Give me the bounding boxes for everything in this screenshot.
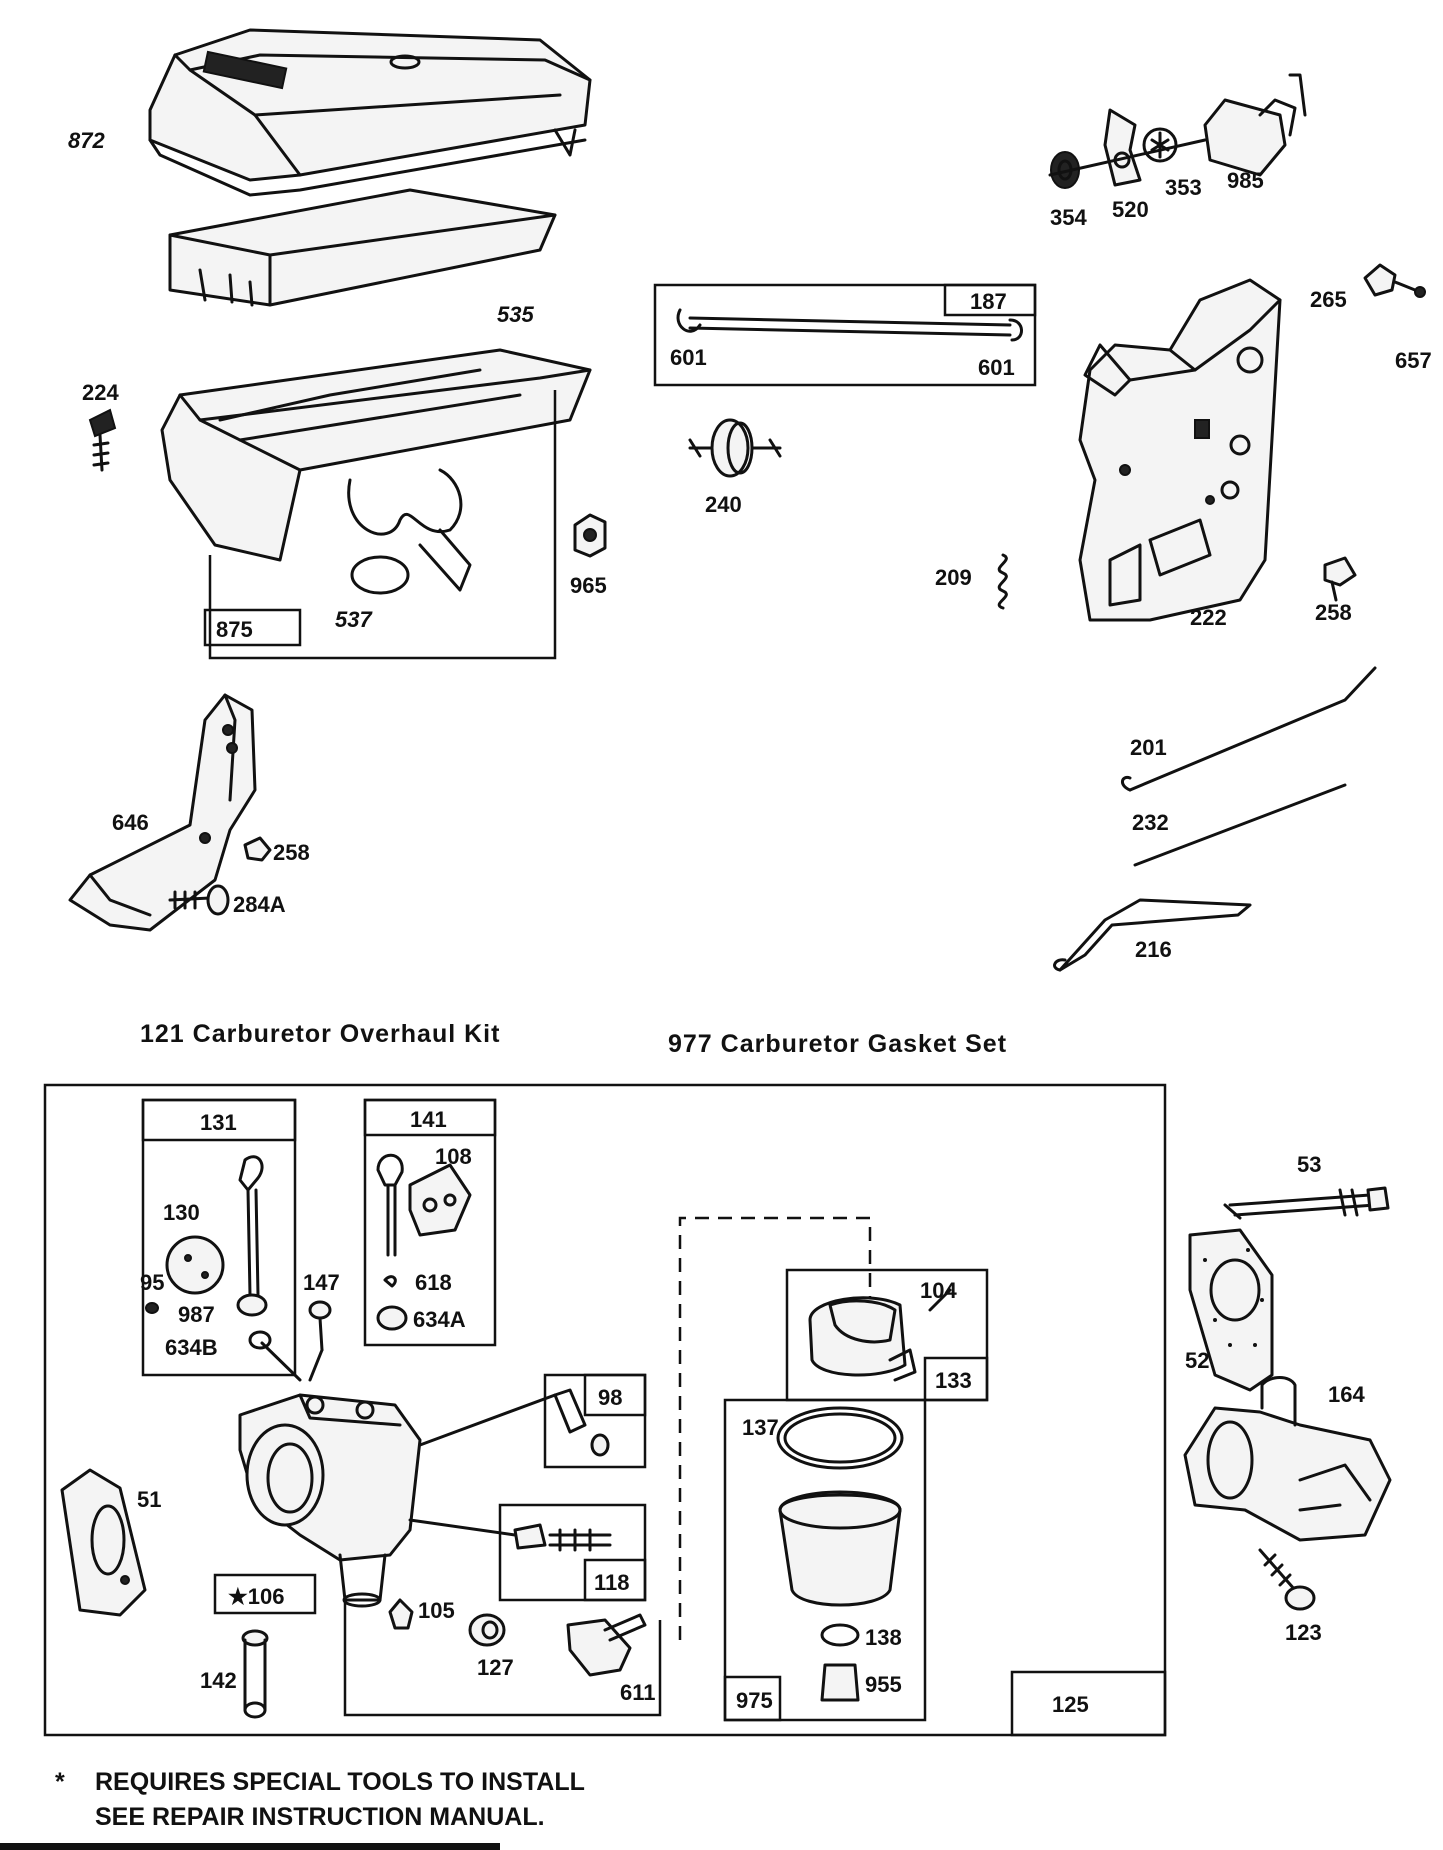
label-52: 52 (1185, 1348, 1209, 1373)
label-601-left: 601 (670, 345, 707, 370)
label-216: 216 (1135, 937, 1172, 962)
label-985: 985 (1227, 168, 1264, 193)
label-133: 133 (935, 1368, 972, 1393)
label-187: 187 (970, 289, 1007, 314)
label-611: 611 (620, 1680, 656, 1705)
screw-105 (388, 1598, 414, 1630)
label-106: ★106 (228, 1584, 284, 1609)
washer-127 (468, 1613, 506, 1647)
governor-link-201 (1121, 666, 1377, 792)
label-53: 53 (1297, 1152, 1321, 1177)
footnote-line-1: REQUIRES SPECIAL TOOLS TO INSTALL (95, 1768, 585, 1796)
label-284a: 284A (233, 892, 286, 917)
main-jet-106 (213, 1573, 317, 1615)
label-955: 955 (865, 1672, 902, 1697)
intake-elbow-164 (1183, 1376, 1392, 1542)
screw-284a (168, 884, 230, 916)
label-98: 98 (598, 1385, 622, 1410)
label-137: 137 (742, 1415, 779, 1440)
label-108: 108 (435, 1144, 472, 1169)
label-646: 646 (112, 810, 149, 835)
choke-link-232 (1133, 783, 1347, 867)
air-filter-535 (168, 188, 557, 307)
label-224: 224 (82, 380, 119, 405)
label-141: 141 (410, 1107, 447, 1132)
label-123: 123 (1285, 1620, 1322, 1645)
screw-258-left (243, 836, 272, 862)
screw-147 (308, 1300, 332, 1352)
label-240: 240 (705, 492, 742, 517)
label-601-right: 601 (978, 355, 1015, 380)
label-131: 131 (200, 1110, 237, 1135)
label-201: 201 (1130, 735, 1167, 760)
screw-265 (1363, 263, 1426, 298)
air-cleaner-base-875 (160, 348, 592, 660)
fitting-611 (566, 1613, 647, 1677)
label-258-left: 258 (273, 840, 310, 865)
label-130: 130 (163, 1200, 200, 1225)
parts-box-141 (363, 1098, 497, 1347)
label-537: 537 (335, 607, 373, 632)
parts-box-118 (408, 1503, 647, 1602)
label-618: 618 (415, 1270, 452, 1295)
stud-53 (1223, 1186, 1390, 1220)
gasket-52 (1188, 1228, 1274, 1392)
fuel-filter-240 (688, 418, 782, 478)
kit-gasket-title: 977 Carburetor Gasket Set (668, 1030, 1007, 1058)
parts-box-133 (785, 1268, 989, 1402)
air-cleaner-cover-872 (148, 28, 592, 197)
label-138: 138 (865, 1625, 902, 1650)
label-872: 872 (68, 128, 105, 153)
screw-123 (1258, 1548, 1316, 1611)
footnote-marker: * (55, 1768, 65, 1796)
control-plate-222 (1078, 278, 1282, 622)
screw-224 (88, 408, 117, 472)
label-634b: 634B (165, 1335, 218, 1360)
nut-965 (573, 513, 607, 558)
label-105: 105 (418, 1598, 455, 1623)
label-118: 118 (594, 1570, 630, 1595)
label-222: 222 (1190, 605, 1227, 630)
label-147: 147 (303, 1270, 340, 1295)
label-354: 354 (1050, 205, 1087, 230)
label-104: 104 (920, 1278, 957, 1303)
parts-box-975 (723, 1398, 927, 1722)
spring-209 (997, 553, 1008, 610)
label-975: 975 (736, 1688, 773, 1713)
kit-overhaul-title: 121 Carburetor Overhaul Kit (140, 1020, 500, 1048)
label-127: 127 (477, 1655, 514, 1680)
label-520: 520 (1112, 197, 1149, 222)
label-95: 95 (140, 1270, 164, 1295)
label-265: 265 (1310, 287, 1347, 312)
governor-link-187 (653, 283, 1037, 387)
label-965: 965 (570, 573, 607, 598)
parts-box-131 (141, 1098, 297, 1377)
carburetor-body (238, 1341, 422, 1608)
footnote-line-2: SEE REPAIR INSTRUCTION MANUAL. (95, 1803, 545, 1831)
label-209: 209 (935, 565, 972, 590)
label-634a: 634A (413, 1307, 466, 1332)
bracket-646 (68, 693, 257, 932)
gasket-51 (60, 1468, 147, 1617)
pin-142 (241, 1629, 269, 1719)
label-51: 51 (137, 1487, 161, 1512)
label-875: 875 (216, 617, 253, 642)
label-657: 657 (1395, 348, 1432, 373)
carburetor-assembly-125 (43, 1083, 1167, 1737)
bottom-rule (0, 1843, 500, 1850)
label-125: 125 (1052, 1692, 1089, 1717)
stop-switch-assembly (1048, 73, 1307, 189)
label-258-right: 258 (1315, 600, 1352, 625)
spring-link-216 (1053, 898, 1252, 972)
label-353: 353 (1165, 175, 1202, 200)
parts-box-98 (418, 1373, 647, 1469)
label-232: 232 (1132, 810, 1169, 835)
label-164: 164 (1328, 1382, 1365, 1407)
label-535: 535 (497, 302, 534, 327)
label-987: 987 (178, 1302, 215, 1327)
label-142: 142 (200, 1668, 237, 1693)
screw-258-right (1323, 556, 1357, 602)
